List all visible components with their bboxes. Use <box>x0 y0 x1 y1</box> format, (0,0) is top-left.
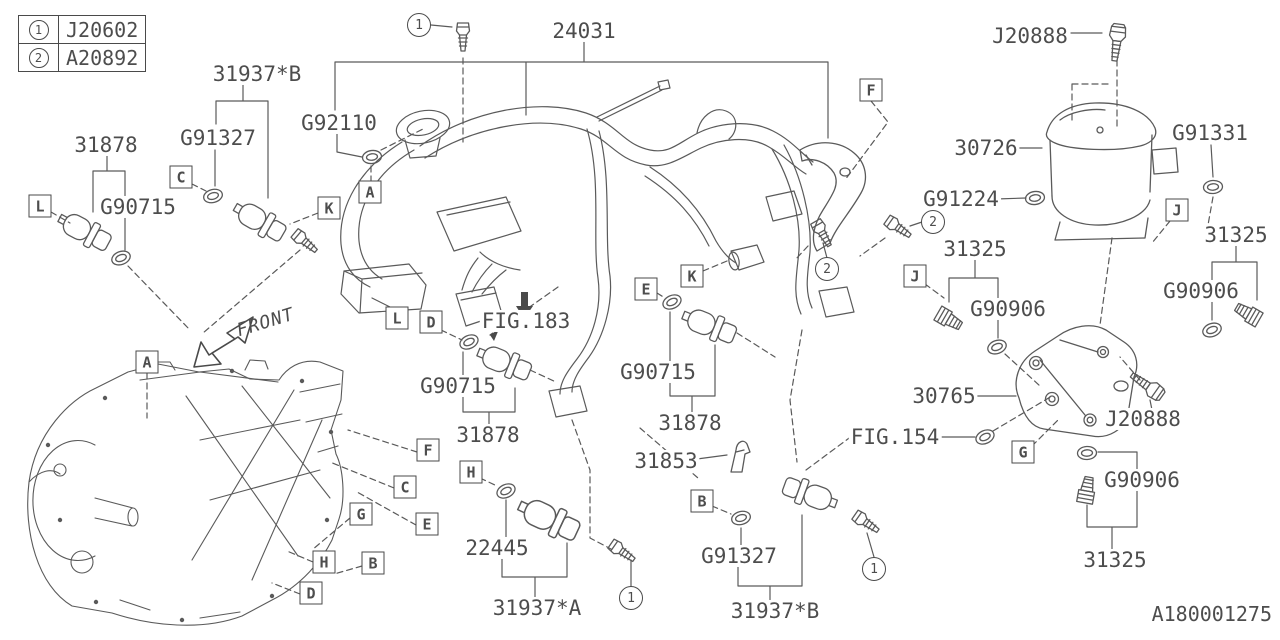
fastener-callout-1-3: 1 <box>619 586 643 610</box>
ref-box-D-18: D <box>299 581 323 605</box>
part-label-G90906: G90906 <box>1161 278 1241 303</box>
ref-box-D-10: D <box>419 310 443 334</box>
ref-box-C-1: C <box>169 165 193 189</box>
fastener-callout-1-4: 1 <box>862 557 886 581</box>
plug-drawings <box>933 299 1264 505</box>
part-label-31878: 31878 <box>656 410 724 435</box>
part-label-G90715: G90715 <box>418 373 498 398</box>
part-label-G91327: G91327 <box>699 543 779 568</box>
part-label-FIG183: FIG.183 <box>479 308 573 333</box>
ref-box-F-12: F <box>416 438 440 462</box>
part-label-31937A: 31937*A <box>490 595 584 620</box>
wiring-harness-drawing <box>340 79 855 418</box>
part-label-30726: 30726 <box>952 135 1020 160</box>
clip-31853-drawing <box>730 440 751 473</box>
legend-row: 1 J20602 <box>19 16 145 43</box>
part-label-G90715: G90715 <box>618 359 698 384</box>
fastener-callout-1-0: 1 <box>407 13 431 37</box>
ref-box-H-16: H <box>312 550 336 574</box>
part-label-31325: 31325 <box>1202 222 1270 247</box>
sensor-drawings <box>52 195 842 547</box>
solenoid-30726-drawing <box>1045 102 1179 241</box>
fastener-callout-2-2: 2 <box>815 257 839 281</box>
part-label-31325: 31325 <box>941 236 1009 261</box>
ref-box-K-6: K <box>680 264 704 288</box>
part-label-31878: 31878 <box>454 422 522 447</box>
ref-box-G-14: G <box>349 502 373 526</box>
part-label-J20888: J20888 <box>990 23 1070 48</box>
legend-table: 1 J20602 2 A20892 <box>18 15 147 72</box>
bracket-30765-drawing <box>1015 325 1138 438</box>
ref-box-A-11: A <box>135 350 159 374</box>
part-label-22445: 22445 <box>463 535 531 560</box>
ref-box-F-4: F <box>859 78 883 102</box>
ref-box-J-7: J <box>903 264 927 288</box>
ref-box-B-20: B <box>690 489 714 513</box>
legend-row: 2 A20892 <box>19 43 146 71</box>
ref-box-E-15: E <box>415 512 439 536</box>
part-label-31325: 31325 <box>1081 547 1149 572</box>
diagram-number: A180001275 <box>1151 602 1272 626</box>
part-label-G91331: G91331 <box>1170 120 1250 145</box>
stay-bracket-drawing <box>799 142 867 252</box>
part-label-J20888: J20888 <box>1103 406 1183 431</box>
ref-box-C-13: C <box>393 475 417 499</box>
part-label-G90906: G90906 <box>968 296 1048 321</box>
part-label-31878: 31878 <box>72 132 140 157</box>
part-label-G91224: G91224 <box>921 186 1001 211</box>
front-arrow-icon <box>193 316 254 368</box>
part-label-G92110: G92110 <box>299 110 379 135</box>
ref-box-E-5: E <box>634 277 658 301</box>
ref-box-K-3: K <box>317 196 341 220</box>
transmission-case-drawing <box>27 359 344 626</box>
fastener-callout-2-1: 2 <box>921 210 945 234</box>
ref-box-G-21: G <box>1011 440 1035 464</box>
legend-callout-2: 2 <box>28 47 49 68</box>
legend-code-1: J20602 <box>66 17 139 42</box>
ref-box-L-9: L <box>385 306 409 330</box>
ref-box-J-8: J <box>1165 198 1189 222</box>
ref-box-L-0: L <box>28 194 52 218</box>
part-label-31937B: 31937*B <box>728 598 822 623</box>
ref-box-A-2: A <box>358 180 382 204</box>
legend-callout-1: 1 <box>28 19 49 40</box>
part-label-G90715: G90715 <box>98 194 178 219</box>
part-label-30765: 30765 <box>910 383 978 408</box>
part-label-G91327: G91327 <box>178 125 258 150</box>
part-label-31937B: 31937*B <box>210 61 304 86</box>
ref-box-B-17: B <box>361 551 385 575</box>
dashed-reference-lines <box>50 57 1214 595</box>
ref-box-H-19: H <box>459 460 483 484</box>
cable-tie-drawing <box>596 79 671 122</box>
legend-code-2: A20892 <box>66 45 139 70</box>
part-label-31853: 31853 <box>632 448 700 473</box>
fastener-drawings <box>289 22 1168 566</box>
part-label-G90906: G90906 <box>1102 467 1182 492</box>
part-label-FIG154: FIG.154 <box>848 424 942 449</box>
part-label-24031: 24031 <box>550 18 618 43</box>
